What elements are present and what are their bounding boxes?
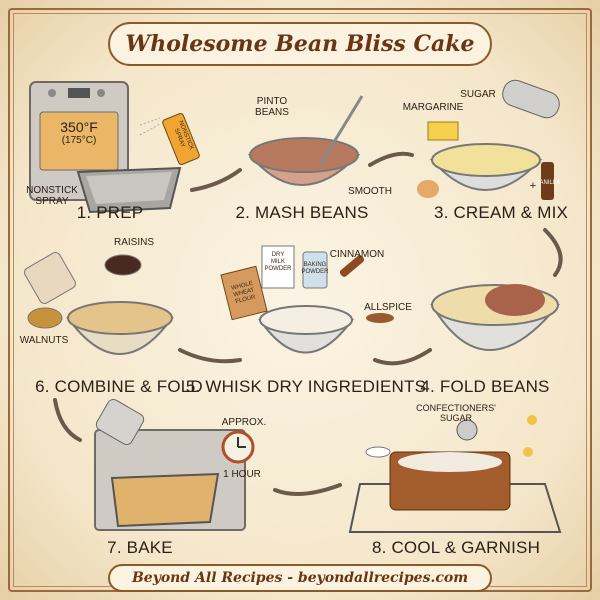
fold-beans-bowl-illustration <box>430 284 561 351</box>
flow-arrows <box>53 151 563 496</box>
arrow-5-to-6 <box>178 348 242 364</box>
baking-powder-label: BAKING POWDER <box>301 262 329 275</box>
step-6-label: 6. COMBINE & FOLD <box>35 377 203 396</box>
arrow-6-to-7 <box>53 398 82 442</box>
one-hour-label: 1 HOUR <box>223 469 261 480</box>
margarine-label: MARGARINE <box>402 102 464 113</box>
plus-sign: + <box>529 180 537 192</box>
arrow-2-to-3 <box>368 151 414 167</box>
walnuts-label: WALNUTS <box>19 335 69 346</box>
arrow-5-to-4 <box>373 348 432 366</box>
arrow-1-to-2 <box>190 168 242 192</box>
page-title: Wholesome Bean Bliss Cake <box>125 31 475 57</box>
combine-bowl-illustration <box>24 252 174 355</box>
arrow-7-to-8 <box>273 483 342 496</box>
dry-milk-label: DRY MILK POWDER <box>264 252 292 272</box>
oven-temp-c: (175°C) <box>61 135 97 146</box>
bake-oven-illustration <box>94 398 255 531</box>
baking-pan-illustration <box>76 166 182 214</box>
step-4-label: 4. FOLD BEANS <box>420 377 550 396</box>
approx-label: APPROX. <box>221 417 267 428</box>
step-7-label: 7. BAKE <box>107 538 173 557</box>
smooth-label: SMOOTH <box>348 186 392 197</box>
raisins-label: RAISINS <box>113 237 155 248</box>
spray-can-illustration <box>139 113 200 165</box>
step-5-label: 5. WHISK DRY INGREDIENTS <box>185 377 427 396</box>
bean-bowl-illustration <box>247 95 364 186</box>
step-3-label: 3. CREAM & MIX <box>433 203 569 222</box>
step-8-label: 8. COOL & GARNISH <box>371 538 541 557</box>
nonstick-spray-label: NONSTICK SPRAY <box>26 185 78 207</box>
footer-text: Beyond All Recipes - beyondallrecipes.co… <box>131 570 469 586</box>
pinto-beans-label: PINTO BEANS <box>255 96 289 118</box>
oven-temp-f: 350°F <box>60 119 98 135</box>
cinnamon-label: CINNAMON <box>329 249 385 260</box>
title-banner: Wholesome Bean Bliss Cake <box>108 22 492 66</box>
step-1-label: 1. PREP <box>76 203 144 222</box>
dry-ingredients-bowl-illustration <box>220 245 394 354</box>
vanilla-label: VANILLA <box>535 180 561 186</box>
arrow-3-to-4 <box>543 228 563 277</box>
sugar-label: SUGAR <box>460 89 496 100</box>
cream-bowl-illustration <box>417 79 560 200</box>
cake-on-rack-illustration <box>348 415 562 533</box>
allspice-label: ALLSPICE <box>364 302 412 313</box>
step-2-label: 2. MASH BEANS <box>235 203 369 222</box>
footer-banner: Beyond All Recipes - beyondallrecipes.co… <box>108 564 492 592</box>
confectioners-sugar-label: CONFECTIONERS' SUGAR <box>416 403 496 423</box>
